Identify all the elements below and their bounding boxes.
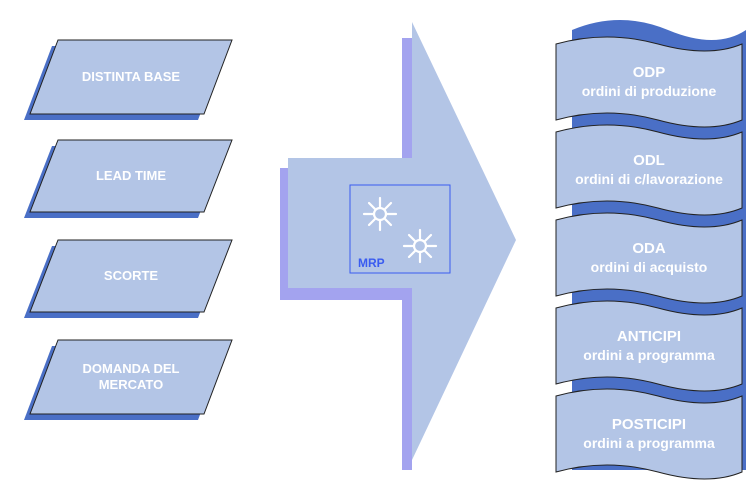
output-box-anticipi bbox=[555, 300, 743, 392]
input-box-domanda-del-mercato bbox=[24, 339, 233, 420]
output-box-odl bbox=[555, 124, 743, 216]
gear-icon bbox=[362, 196, 398, 232]
output-box-oda bbox=[555, 212, 743, 304]
output-subtitle: ordini a programma bbox=[583, 435, 715, 451]
input-label-scorte: SCORTE bbox=[103, 268, 159, 283]
output-title: ODL bbox=[633, 152, 665, 169]
input-box-scorte bbox=[24, 239, 233, 318]
output-title: ODA bbox=[632, 240, 666, 257]
output-subtitle: ordini di c/lavorazione bbox=[575, 171, 723, 187]
output-box-posticipi bbox=[555, 388, 743, 480]
output-label-posticipi: POSTICIPI ordini a programma bbox=[556, 398, 742, 470]
output-stack bbox=[555, 20, 746, 480]
output-subtitle: ordini di acquisto bbox=[590, 259, 708, 275]
output-title: ANTICIPI bbox=[616, 328, 682, 345]
output-label-odp: ODP ordini di produzione bbox=[556, 46, 742, 118]
gear-icon bbox=[402, 228, 438, 264]
output-box-odp bbox=[555, 36, 743, 128]
input-box-lead-time bbox=[24, 139, 233, 218]
output-label-odl: ODL ordini di c/lavorazione bbox=[556, 134, 742, 206]
input-label-distinta-base: DISTINTA BASE bbox=[81, 69, 181, 84]
output-subtitle: ordini di produzione bbox=[581, 83, 717, 99]
output-label-oda: ODA ordini di acquisto bbox=[556, 222, 742, 294]
input-box-distinta-base bbox=[24, 39, 233, 120]
input-label-lead-time: LEAD TIME bbox=[95, 168, 167, 183]
output-title: ODP bbox=[632, 64, 666, 81]
output-title: POSTICIPI bbox=[611, 416, 687, 433]
mrp-box bbox=[349, 184, 451, 274]
mrp-label: MRP bbox=[358, 256, 385, 270]
output-label-anticipi: ANTICIPI ordini a programma bbox=[556, 310, 742, 382]
output-subtitle: ordini a programma bbox=[583, 347, 715, 363]
input-label-domanda-del-mercato: DOMANDA DEL MERCATO bbox=[82, 361, 180, 392]
